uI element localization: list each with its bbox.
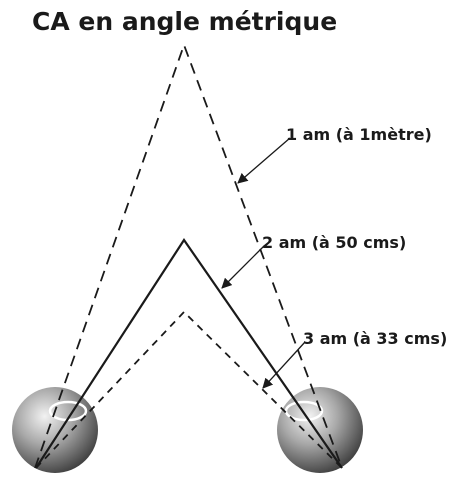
label-1am: 1 am (à 1mètre)	[286, 125, 432, 144]
convergence-line-3am	[35, 310, 343, 469]
pointer-arrow-3am	[262, 341, 306, 389]
label-2am: 2 am (à 50 cms)	[262, 233, 406, 252]
convergence-line-1am	[34, 42, 343, 469]
diagram-title: CA en angle métrique	[32, 7, 337, 36]
right-lens	[284, 400, 324, 422]
right-eyeball	[277, 387, 363, 473]
label-3am: 3 am (à 33 cms)	[303, 329, 447, 348]
pointer-arrow-1am	[237, 137, 291, 184]
convergence-line-2am	[35, 238, 343, 469]
pointer-arrow-2am	[221, 245, 265, 289]
left-eyeball	[12, 387, 98, 473]
